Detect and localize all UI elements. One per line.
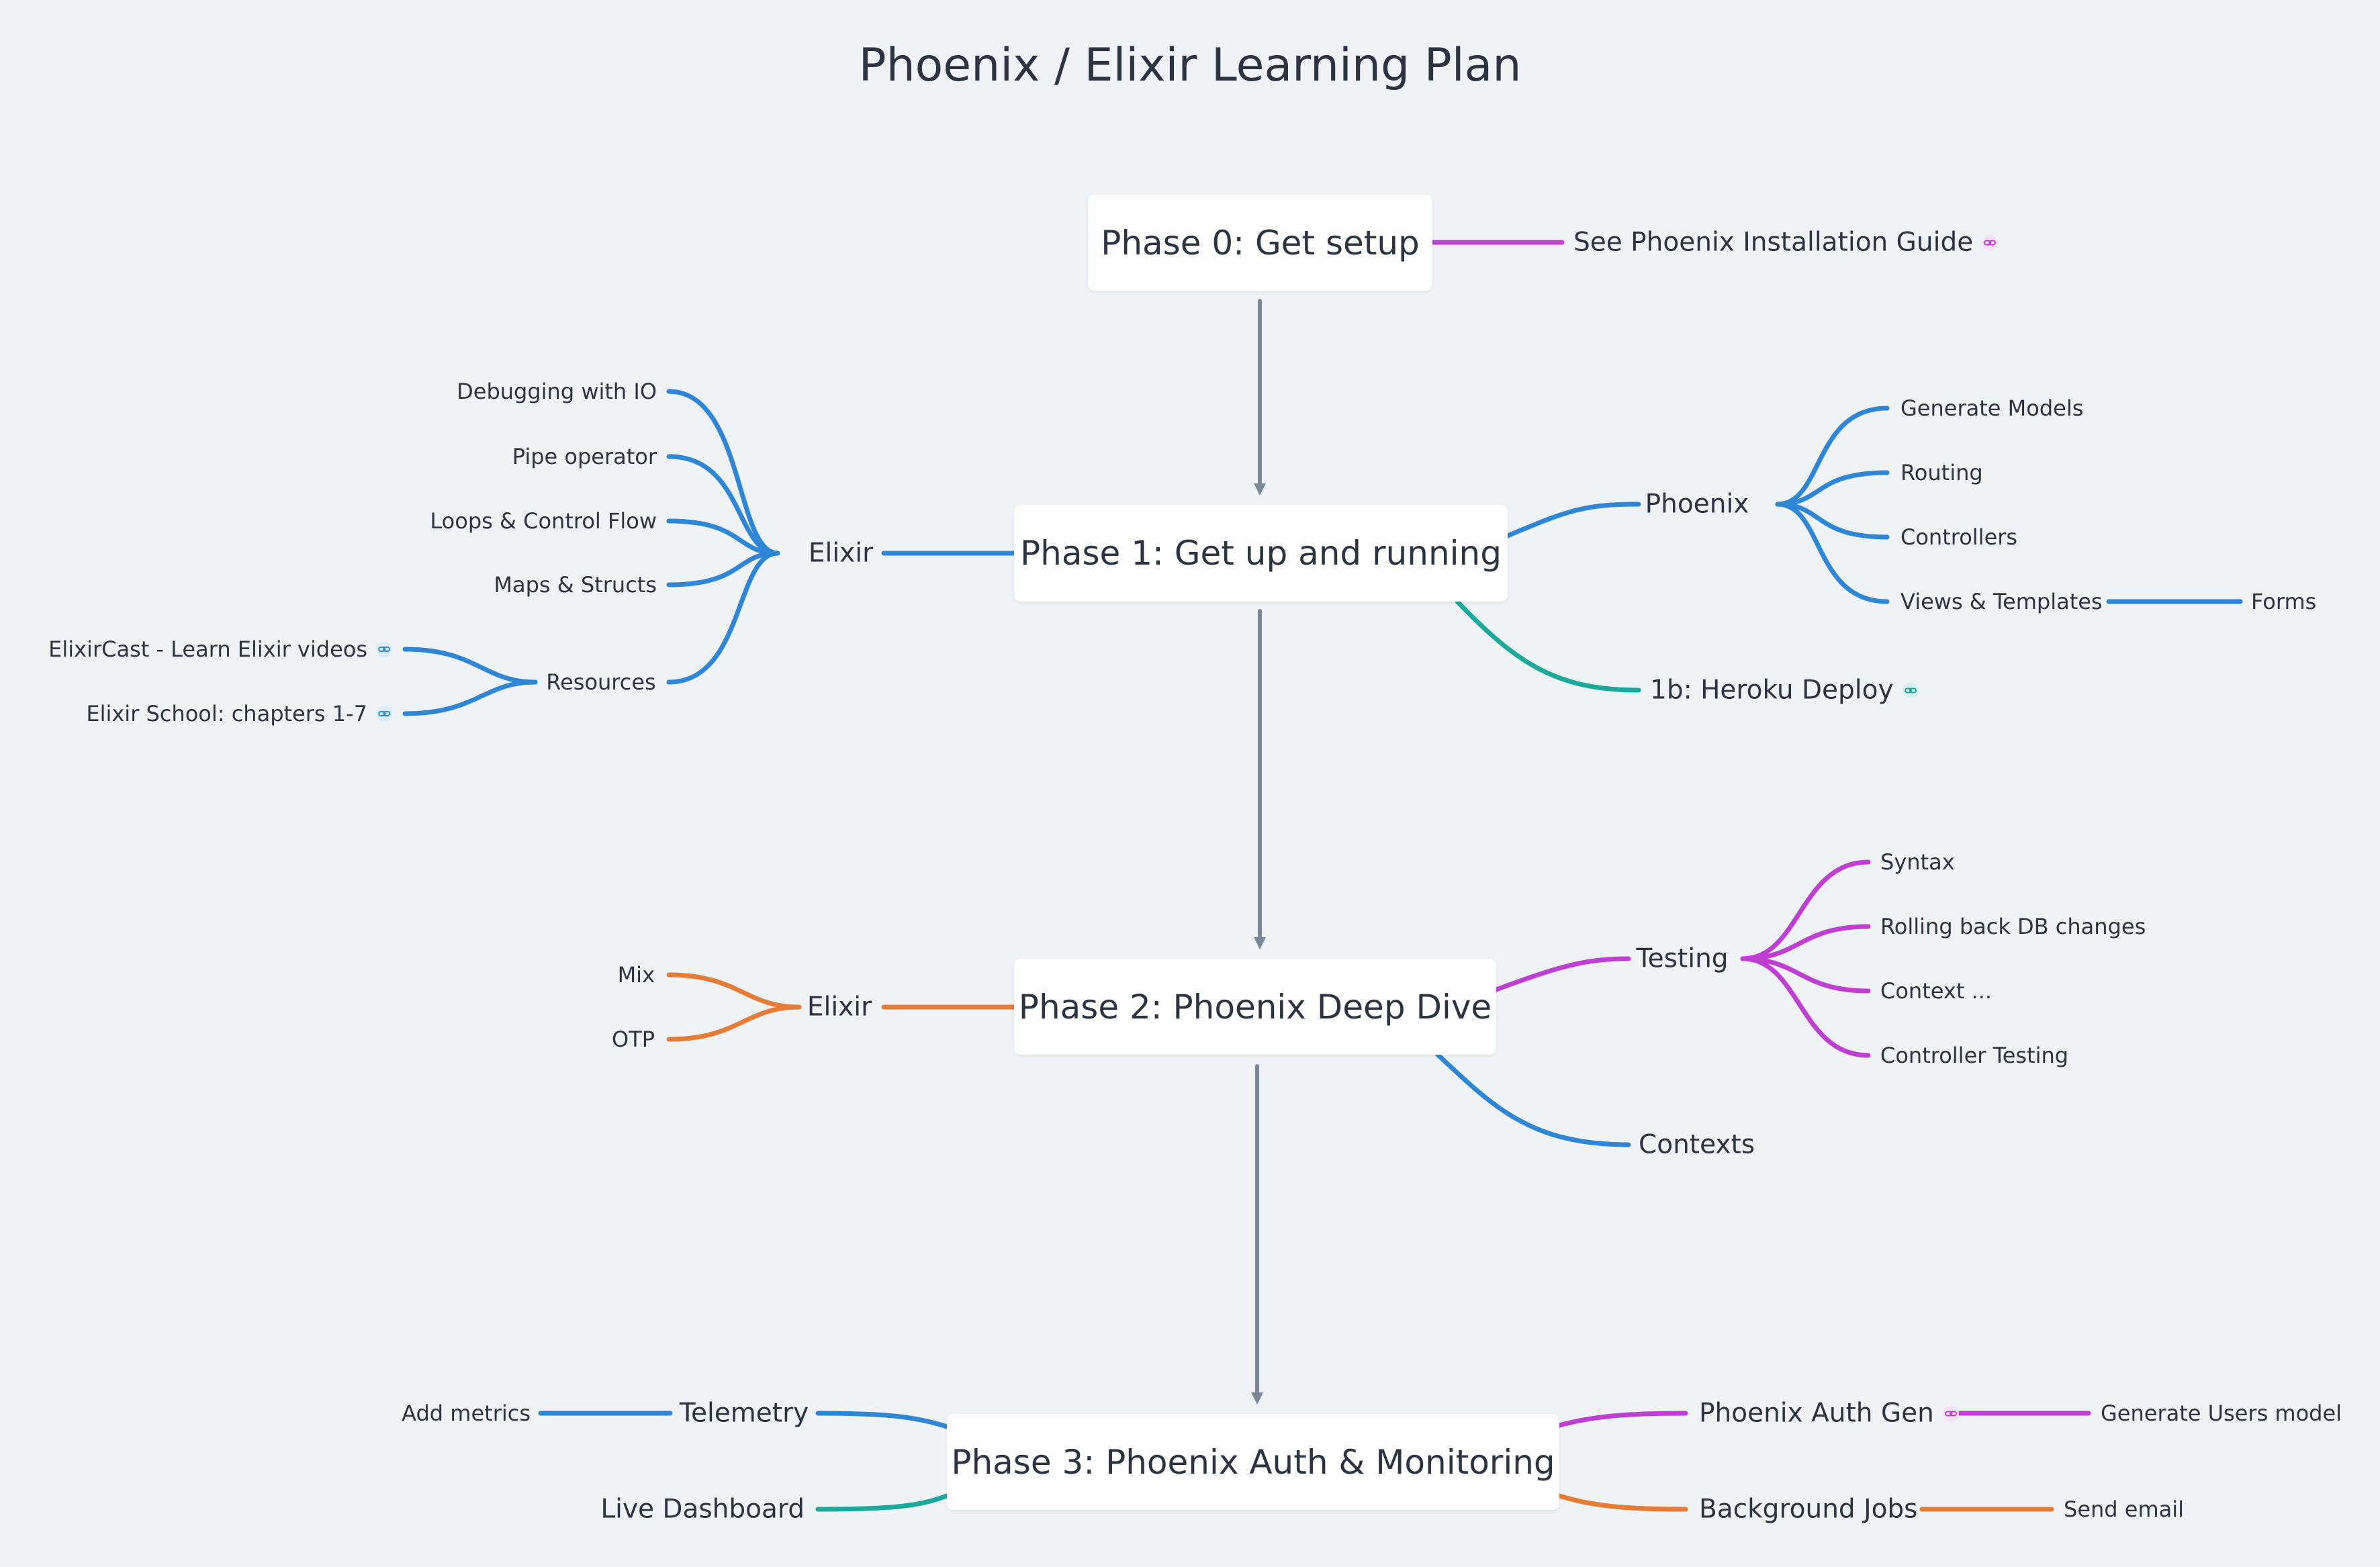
resource-elixir-school-link[interactable]: Elixir School: chapters 1-7 — [86, 703, 393, 724]
phase0-node[interactable]: Phase 0: Get setup — [1088, 195, 1432, 291]
topic-mix[interactable]: Mix — [617, 962, 655, 988]
phase1-phoenix-node[interactable]: Phoenix — [1645, 489, 1749, 520]
topic-generate-users-model[interactable]: Generate Users model — [2101, 1400, 2342, 1426]
phase1-elixir-node[interactable]: Elixir — [808, 538, 874, 569]
phase3-auth-line — [1557, 1411, 1688, 1428]
phase2-contexts-line — [1434, 1051, 1631, 1147]
phase2-node[interactable]: Phase 2: Phoenix Deep Dive — [1014, 959, 1496, 1055]
link-icon — [1902, 682, 1919, 698]
topic-loops-control-flow[interactable]: Loops & Control Flow — [430, 508, 657, 534]
topic-controllers[interactable]: Controllers — [1901, 524, 2018, 550]
phase3-jobs-line — [1557, 1493, 1688, 1512]
phase2-elixir-lines — [666, 972, 1017, 1042]
diagram-title: Phoenix / Elixir Learning Plan — [858, 39, 1522, 92]
phase1-heroku-line — [1455, 599, 1641, 693]
topic-rolling-back-db[interactable]: Rolling back DB changes — [1880, 914, 2146, 939]
topic-send-email[interactable]: Send email — [2064, 1497, 2185, 1522]
link-icon — [376, 706, 392, 722]
phase-arrows — [1251, 299, 1266, 1405]
link-icon — [376, 641, 392, 657]
link-icon — [1942, 1405, 1959, 1421]
topic-context[interactable]: Context ... — [1880, 978, 1993, 1004]
phase3-telemetry-line — [815, 1411, 950, 1429]
phase2-contexts-node[interactable]: Contexts — [1639, 1129, 1755, 1160]
topic-maps-structs[interactable]: Maps & Structs — [494, 572, 657, 598]
topic-forms[interactable]: Forms — [2251, 589, 2317, 614]
link-icon — [1982, 234, 1999, 250]
topic-generate-models[interactable]: Generate Models — [1901, 395, 2084, 421]
topic-views-templates[interactable]: Views & Templates — [1901, 589, 2103, 614]
phoenix-auth-gen-link[interactable]: Phoenix Auth Gen — [1699, 1400, 1960, 1427]
topic-routing[interactable]: Routing — [1901, 460, 1983, 485]
topic-otp[interactable]: OTP — [611, 1027, 655, 1052]
phase1-elixir-lines — [402, 389, 1017, 716]
heroku-deploy-link[interactable]: 1b: Heroku Deploy — [1650, 677, 1919, 704]
topic-syntax[interactable]: Syntax — [1880, 849, 1955, 875]
resource-elixircast-link[interactable]: ElixirCast - Learn Elixir videos — [48, 638, 393, 660]
phase2-testing-node[interactable]: Testing — [1636, 943, 1729, 974]
installation-guide-link[interactable]: See Phoenix Installation Guide — [1573, 230, 1999, 256]
topic-controller-testing[interactable]: Controller Testing — [1880, 1043, 2069, 1068]
phase1-node[interactable]: Phase 1: Get up and running — [1014, 505, 1508, 602]
topic-pipe-operator[interactable]: Pipe operator — [512, 444, 657, 469]
phase3-dashboard-line — [815, 1493, 950, 1512]
phase2-elixir-node[interactable]: Elixir — [807, 992, 872, 1023]
phase3-node[interactable]: Phase 3: Phoenix Auth & Monitoring — [947, 1414, 1559, 1510]
phase3-background-jobs-node[interactable]: Background Jobs — [1699, 1494, 1918, 1525]
topic-add-metrics[interactable]: Add metrics — [402, 1400, 531, 1426]
phase3-telemetry-node[interactable]: Telemetry — [679, 1398, 809, 1429]
phase3-live-dashboard-node[interactable]: Live Dashboard — [600, 1494, 805, 1525]
topic-debugging-io[interactable]: Debugging with IO — [457, 379, 657, 404]
phase2-testing-lines — [1494, 859, 1871, 1058]
phase1-phoenix-lines — [1505, 406, 2243, 604]
topic-resources[interactable]: Resources — [546, 669, 656, 695]
